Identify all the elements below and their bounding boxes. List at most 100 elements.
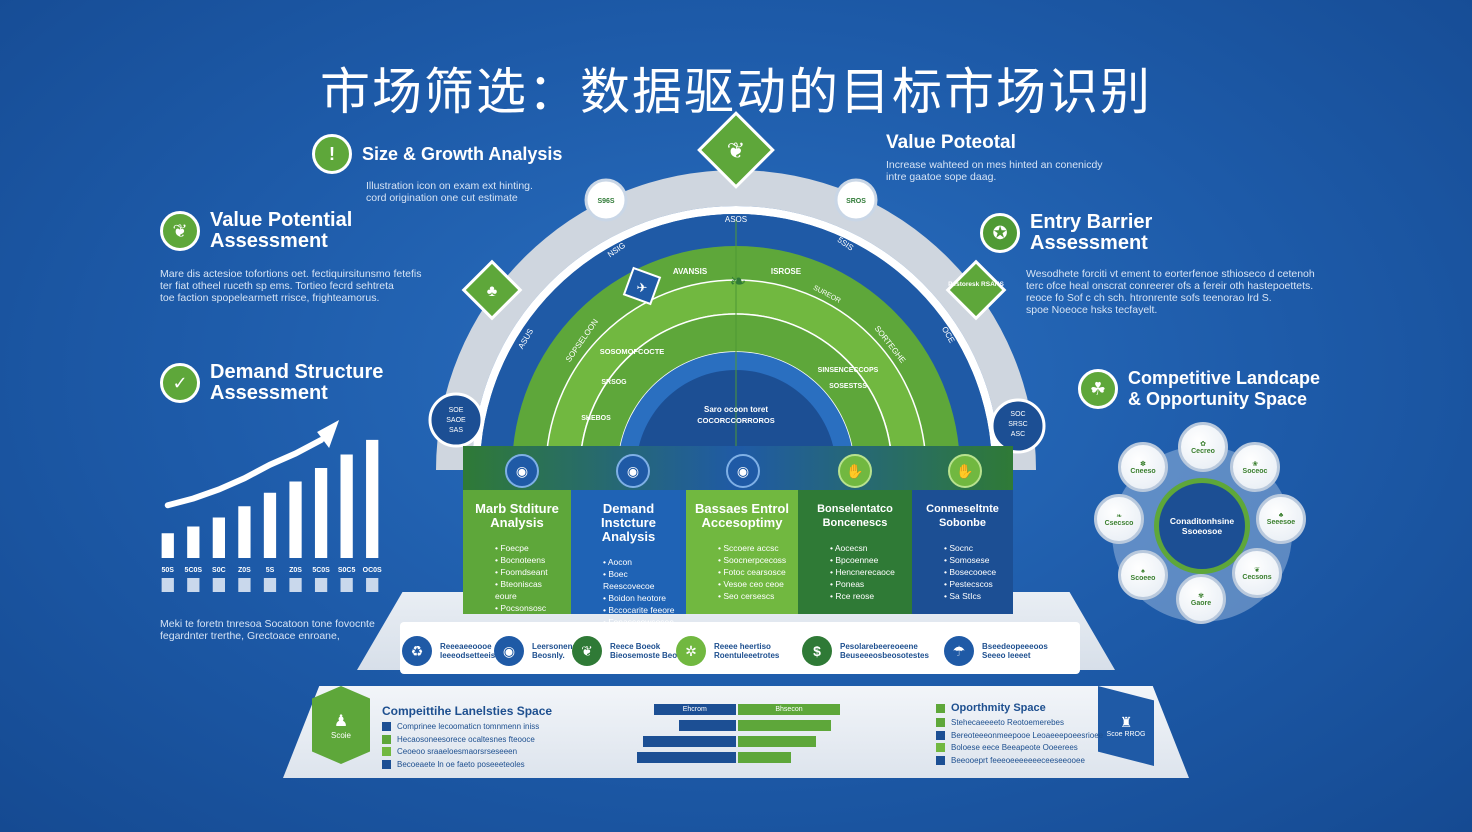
plant-icon: ♣	[1278, 512, 1284, 519]
side-dot-left	[428, 392, 484, 448]
chart-bar	[366, 439, 379, 558]
chart-bar-reflection	[340, 578, 353, 592]
entry-barrier-title-line-2: Assessment	[1030, 232, 1148, 254]
top-dot-left-label: S96S	[597, 198, 614, 205]
handshake-icon: ☂	[944, 636, 974, 666]
stat-line: Leersonene	[532, 642, 577, 651]
chart-bar-reflection	[366, 578, 379, 592]
value-potential-desc-2: ter fiat otheel ruceth sp ems. Tortieo f…	[160, 280, 394, 292]
leaf-icon: ❧	[1116, 512, 1122, 520]
top-diamond	[697, 111, 775, 189]
opportunity-item: Beeooeprt feeeoeeeeeeeceeseeooee	[951, 755, 1085, 765]
wheel-node-label: Cneeso	[1130, 467, 1156, 475]
wheel-node[interactable]: ❧Csecsco	[1094, 494, 1144, 544]
opportunity-item: Boloese eece Beeapeote Ooeerees	[951, 743, 1078, 752]
top-dot-right	[834, 178, 878, 222]
stat-line: Beuseeeosbeosotestes	[840, 651, 929, 660]
competitive-space-panel: Compeittihe Lanelsties Space Comprinee l…	[382, 704, 552, 771]
plant-icon: ♠	[1141, 568, 1145, 575]
band-3-label: SOSESTSS	[829, 383, 867, 390]
side-dot-left-line-2: SAOE	[446, 417, 466, 424]
wheel-node[interactable]: ♠Scoeeo	[1118, 550, 1168, 600]
arch-band-4	[618, 352, 854, 470]
trend-arrow-head	[317, 420, 340, 448]
chart-tick-label: S0C	[212, 567, 226, 574]
chart-bar-reflection	[212, 578, 225, 592]
column-item: Pocsonsosc	[495, 602, 563, 614]
leaf-icon: ❦	[1254, 566, 1260, 574]
person-icon: ✈	[637, 280, 648, 295]
side-dot-right-line-1: SOC	[1010, 411, 1025, 418]
leaf-icon: ❦	[160, 211, 200, 251]
column-card-2[interactable]: Demand Instcture Analysis Aocon Boec Ree…	[571, 490, 686, 627]
wheel-node[interactable]: ♣Seeesoe	[1256, 494, 1306, 544]
chart-tick-label: 5C0S	[312, 567, 330, 574]
pin-marker	[622, 266, 662, 306]
value-potential-top-desc-1: Increase wahteed on mes hinted an coneni…	[886, 159, 1103, 171]
network-icon: ✲	[676, 636, 706, 666]
chart-bar	[187, 526, 200, 558]
chart-bar	[289, 481, 302, 558]
band-1-label: ISROSE	[771, 267, 802, 276]
stat-line: Reeee heertiso	[714, 642, 771, 651]
column-card-4[interactable]: Bonselentatco Boncenescs Aocecsn Bpcoenn…	[798, 490, 912, 614]
chart-tick-label: OC0S	[363, 567, 382, 574]
column-title: Bassaes Entrol Accesoptimy	[695, 501, 789, 530]
column-item: Fotoc cearsosce	[718, 566, 790, 578]
competitive-space-title: Compeittihe Lanelsties Space	[382, 704, 553, 718]
core-line-1: Saro ocoon toret	[704, 405, 768, 414]
clover-icon: ☘	[1078, 369, 1118, 409]
wheel-node[interactable]: ❀Soceoc	[1230, 442, 1280, 492]
left-tag: ♟ Scoie	[312, 686, 370, 764]
column-item: Bpcoennee	[830, 554, 904, 566]
wheel-node[interactable]: ✾Gaore	[1176, 574, 1226, 624]
side-dot-right-line-3: ASC	[1011, 431, 1025, 438]
column-item: Fonasscowsosee	[603, 616, 678, 628]
opportunity-space-panel: Oporthmity Space Stehecaeeeeto Reotoemer…	[936, 702, 1103, 767]
stat-line: Reeeaeeoooe	[440, 642, 492, 651]
info-icon: !	[312, 134, 352, 174]
arch-blue-ring	[480, 214, 992, 470]
demand-structure-desc-2: fegardnter trerthe, Grectoace enroane,	[160, 630, 340, 642]
chart-bar	[161, 533, 174, 558]
value-potential-desc-3: toe faction spopelearmett rrisce, fright…	[160, 292, 380, 304]
entry-barrier-section: ✪ Entry Barrier Assessment Wesodhete for…	[980, 212, 1336, 316]
globe-icon: ◉	[494, 636, 524, 666]
column-title: Marb Stditure Analysis	[475, 501, 559, 530]
wheel-node[interactable]: ✽Cneeso	[1118, 442, 1168, 492]
wheel-center-line-1: Conaditonhsine	[1169, 516, 1235, 526]
side-dot-left-line-1: SOE	[449, 407, 464, 414]
column-title: Demand Instcture Analysis	[601, 501, 656, 544]
chart-bar-reflection	[161, 578, 174, 592]
band-2-label: SOSOMOFCOCTE	[600, 347, 665, 356]
flower-icon: ✽	[1140, 460, 1146, 468]
entry-barrier-desc-4: spoe Noeoce hsks tecfayelt.	[1026, 304, 1158, 316]
chart-tick-label: 50S	[162, 567, 175, 574]
stat-line: Pesolarebeereoeene	[840, 642, 918, 651]
column-item: Vesoe ceo ceoe	[718, 578, 790, 590]
left-tag-label: Scoie	[330, 730, 351, 740]
wheel-node[interactable]: ❦Cecsons	[1232, 548, 1282, 598]
column-item: Poneas	[830, 578, 904, 590]
band-1-label: AVANSIS	[673, 267, 708, 276]
check-icon: ✓	[160, 363, 200, 403]
stat-line: leeeodsetteeis	[440, 651, 496, 660]
wheel-node-label: Soceoc	[1242, 467, 1268, 475]
column-card-1[interactable]: Marb Stditure Analysis Foecpe Bocnoteens…	[463, 490, 571, 614]
stat-line: Bseedeopeeeoos	[982, 642, 1048, 651]
wheel-node-label: Csecsco	[1104, 519, 1134, 527]
column-item: Boec Reescovecoe	[603, 568, 678, 592]
column-card-5[interactable]: Conmeseltnte Sobonbe Socnc Somosese Bose…	[912, 490, 1013, 614]
stat-line: Beosnly.	[532, 651, 565, 660]
column-card-3[interactable]: Bassaes Entrol Accesoptimy Sccoere accsc…	[686, 490, 798, 614]
column-item: Bocnoteens	[495, 554, 563, 566]
wheel-node[interactable]: ✿Cecreo	[1178, 422, 1228, 472]
dollar-icon: $	[802, 636, 832, 666]
demand-structure-title-line-1: Demand Structure	[210, 361, 384, 383]
stat-line: Reece Boeok	[610, 642, 661, 651]
